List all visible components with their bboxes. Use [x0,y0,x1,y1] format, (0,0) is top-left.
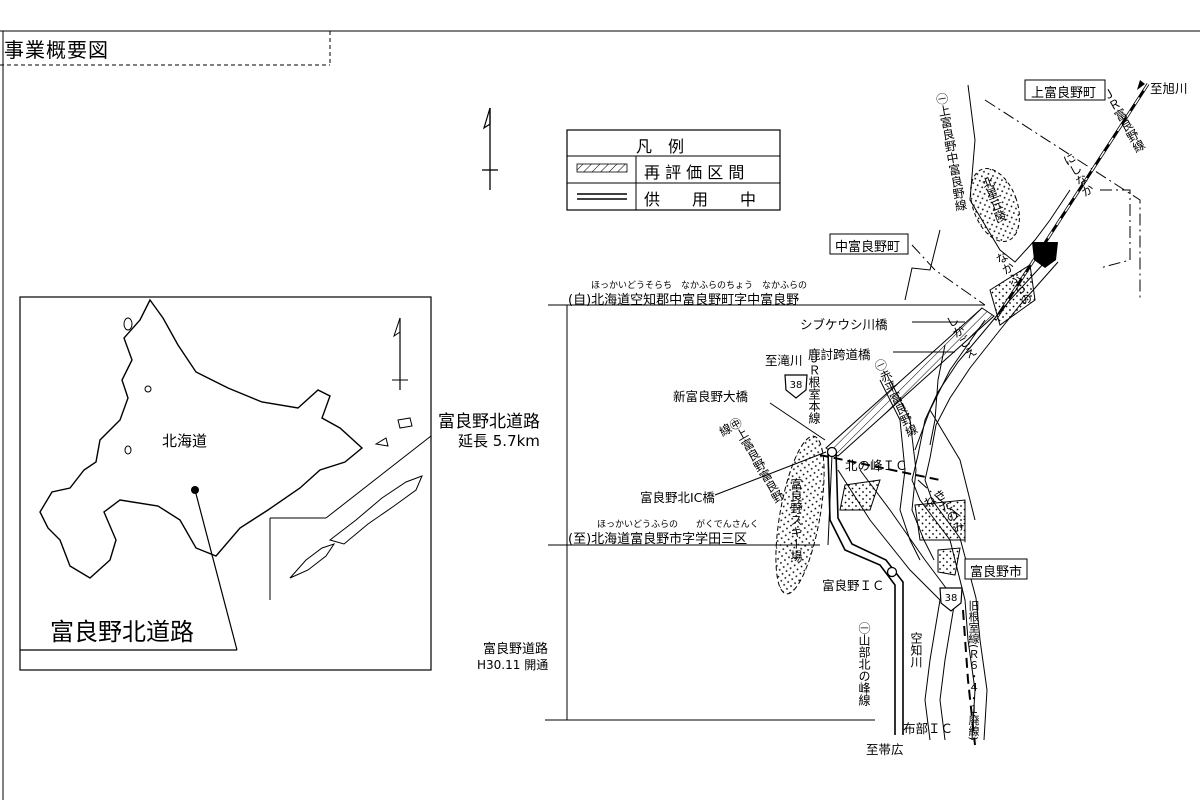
legend-item-in-service: 供 用 中 [644,190,757,209]
project-length: 延長 5.7km [458,432,540,450]
route-38-shield-icon: 38 [784,374,808,399]
direction-obihiro: 至帯広 [866,742,904,757]
svg-text:38: 38 [945,593,958,604]
project-extent-bracket [545,304,985,721]
direction-asahikawa: 至旭川 [1150,81,1188,96]
direction-takikawa: 至滝川 [765,353,803,368]
svg-text:38: 38 [790,380,803,391]
legend-item-evaluation: 再 評 価 区 間 [644,163,745,182]
label-shin-furano-bridge: 新富良野大橋 [673,389,749,404]
in-service-road [827,451,904,735]
label-furano-kita-ic-bridge: 富良野北IC橋 [640,490,715,505]
town-furano: 富良野市 [970,565,1023,580]
legend-title: 凡 例 [636,137,685,156]
inset-hokkaido-map [19,296,432,671]
label-shibukeushi-bridge: シブケウシ川橋 [800,317,888,332]
label-kitanomine-ic: 北の峰ＩＣ [845,458,908,473]
town-nakafurano: 中富良野町 [835,240,901,255]
existing-road-name: 富良野道路 [483,642,549,657]
start-point-ruby: ほっかいどうそらち なかふらのちょう なかふらの [591,281,808,291]
furano-ic-marker [886,566,898,578]
existing-road-opened: H30.11 開通 [477,658,549,672]
evaluation-section-road [825,307,995,457]
furano-kita-ic-marker [826,446,838,458]
label-sorachi-river: 空知川 [909,632,923,668]
label-road-yamabe-kitanomine: ㊀山部北の峰線 [857,622,871,706]
hatched-areas [775,168,1036,595]
label-rokuro-bridge: 鹿討跨道橋 [808,347,871,362]
north-arrow-icon [482,107,498,190]
route-38-shield-icon-2: 38 [939,587,963,612]
legend-box [566,129,781,211]
inset-region-label: 北海道 [162,432,208,450]
svg-text:237: 237 [1035,248,1054,259]
project-name: 富良野北道路 [438,412,540,432]
end-point-label: (至)北海道富良野市字学田三区 [568,532,748,547]
label-jr-nemuro: ＪＲ根室本線 [807,352,821,424]
page-title: 事業概要図 [4,38,109,62]
leader-lines [714,321,965,546]
inset-road-label: 富良野北道路 [50,618,194,646]
end-point-ruby: ほっかいどうふらの がくでんさんく [597,520,759,530]
label-furano-ic: 富良野ＩＣ [822,578,885,593]
jr-nemuro-line [819,454,941,481]
town-kamifurano: 上富良野町 [1031,86,1097,101]
label-ski-area: 富良野スキー場 [789,478,803,562]
label-old-nemuro-line: 旧根室線(Ｒ６・４・１廃線) [967,600,980,741]
start-point-label: (自)北海道空知郡中富良野町字中富良野 [568,293,800,308]
route-237-shield-icon: 237 [1032,242,1058,268]
label-nunobe-ic: 布部ＩＣ [903,721,954,736]
national-route-238 [911,261,1059,741]
old-nemuro-line [962,609,976,746]
